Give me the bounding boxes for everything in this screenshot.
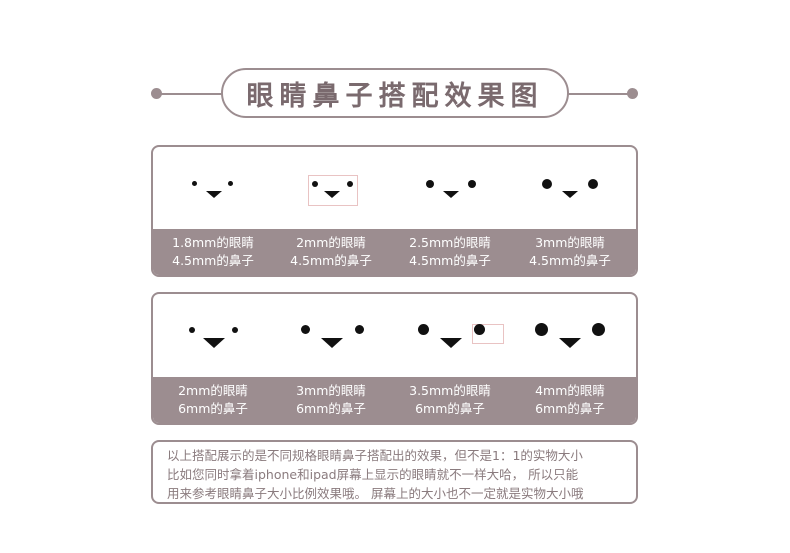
right-eye — [468, 180, 476, 188]
eye-size-label: 3mm的眼睛 — [535, 235, 605, 250]
caption: 3mm的眼睛 6mm的鼻子 — [271, 382, 391, 418]
title-left-dot — [151, 88, 162, 99]
eye-size-label: 3.5mm的眼睛 — [409, 383, 491, 398]
nose — [559, 338, 581, 348]
nose — [440, 338, 462, 348]
caption: 4mm的眼睛 6mm的鼻子 — [510, 382, 630, 418]
nose — [321, 338, 343, 348]
title-right-dot — [627, 88, 638, 99]
nose — [206, 191, 222, 198]
panel-4-5mm-nose: 1.8mm的眼睛 4.5mm的鼻子 2mm的眼睛 4.5mm的鼻子 2.5mm的… — [151, 145, 638, 277]
panel-6mm-nose: 2mm的眼睛 6mm的鼻子 3mm的眼睛 6mm的鼻子 3.5mm的眼睛 6mm… — [151, 292, 638, 425]
face-1-8mm-eye — [153, 147, 273, 231]
caption: 2mm的眼睛 6mm的鼻子 — [153, 382, 273, 418]
right-eye — [347, 181, 353, 187]
disclaimer-note: 以上搭配展示的是不同规格眼睛鼻子搭配出的效果，但不是1：1的实物大小 比如您同时… — [151, 440, 638, 504]
title-left-line — [160, 93, 222, 95]
eye-size-label: 1.8mm的眼睛 — [172, 235, 254, 250]
nose-size-label: 6mm的鼻子 — [415, 401, 485, 416]
nose-size-label: 4.5mm的鼻子 — [409, 253, 491, 268]
page-title: 眼睛鼻子搭配效果图 — [246, 80, 544, 112]
right-eye — [232, 327, 238, 333]
face-2mm-eye — [271, 147, 391, 231]
left-eye — [542, 179, 552, 189]
caption-band: 2mm的眼睛 6mm的鼻子 3mm的眼睛 6mm的鼻子 3.5mm的眼睛 6mm… — [153, 377, 636, 423]
nose — [443, 191, 459, 198]
eye-size-label: 2mm的眼睛 — [178, 383, 248, 398]
caption-band: 1.8mm的眼睛 4.5mm的鼻子 2mm的眼睛 4.5mm的鼻子 2.5mm的… — [153, 229, 636, 275]
nose-size-label: 4.5mm的鼻子 — [290, 253, 372, 268]
right-eye — [592, 323, 605, 336]
nose-size-label: 6mm的鼻子 — [296, 401, 366, 416]
left-eye — [418, 324, 429, 335]
note-line: 以上搭配展示的是不同规格眼睛鼻子搭配出的效果，但不是1：1的实物大小 — [167, 448, 583, 463]
face-4mm-eye — [510, 294, 630, 378]
caption: 2mm的眼睛 4.5mm的鼻子 — [271, 234, 391, 270]
nose — [324, 191, 340, 198]
face-3mm-eye — [271, 294, 391, 378]
right-eye — [588, 179, 598, 189]
faces-row — [153, 294, 636, 378]
caption: 3.5mm的眼睛 6mm的鼻子 — [390, 382, 510, 418]
left-eye — [301, 325, 310, 334]
title-right-line — [568, 93, 630, 95]
note-line: 比如您同时拿着iphone和ipad屏幕上显示的眼睛就不一样大哈， 所以只能 — [167, 467, 579, 482]
nose-size-label: 6mm的鼻子 — [535, 401, 605, 416]
left-eye — [535, 323, 548, 336]
eye-size-label: 2mm的眼睛 — [296, 235, 366, 250]
right-eye — [228, 181, 233, 186]
nose — [203, 338, 225, 348]
eye-size-label: 3mm的眼睛 — [296, 383, 366, 398]
face-2-5mm-eye — [390, 147, 510, 231]
right-eye — [355, 325, 364, 334]
left-eye — [312, 181, 318, 187]
note-line: 用来参考眼睛鼻子大小比例效果哦。 屏幕上的大小也不一定就是实物大小哦 — [167, 486, 584, 501]
eye-size-label: 4mm的眼睛 — [535, 383, 605, 398]
nose-size-label: 4.5mm的鼻子 — [172, 253, 254, 268]
watermark-badge — [308, 175, 358, 206]
left-eye — [426, 180, 434, 188]
face-2mm-eye — [153, 294, 273, 378]
eye-size-label: 2.5mm的眼睛 — [409, 235, 491, 250]
nose — [562, 191, 578, 198]
caption: 2.5mm的眼睛 4.5mm的鼻子 — [390, 234, 510, 270]
left-eye — [189, 327, 195, 333]
face-3mm-eye — [510, 147, 630, 231]
left-eye — [192, 181, 197, 186]
right-eye — [474, 324, 485, 335]
face-3-5mm-eye — [390, 294, 510, 378]
title-banner: 眼睛鼻子搭配效果图 — [221, 68, 569, 118]
caption: 1.8mm的眼睛 4.5mm的鼻子 — [153, 234, 273, 270]
faces-row — [153, 147, 636, 231]
nose-size-label: 6mm的鼻子 — [178, 401, 248, 416]
nose-size-label: 4.5mm的鼻子 — [529, 253, 611, 268]
caption: 3mm的眼睛 4.5mm的鼻子 — [510, 234, 630, 270]
